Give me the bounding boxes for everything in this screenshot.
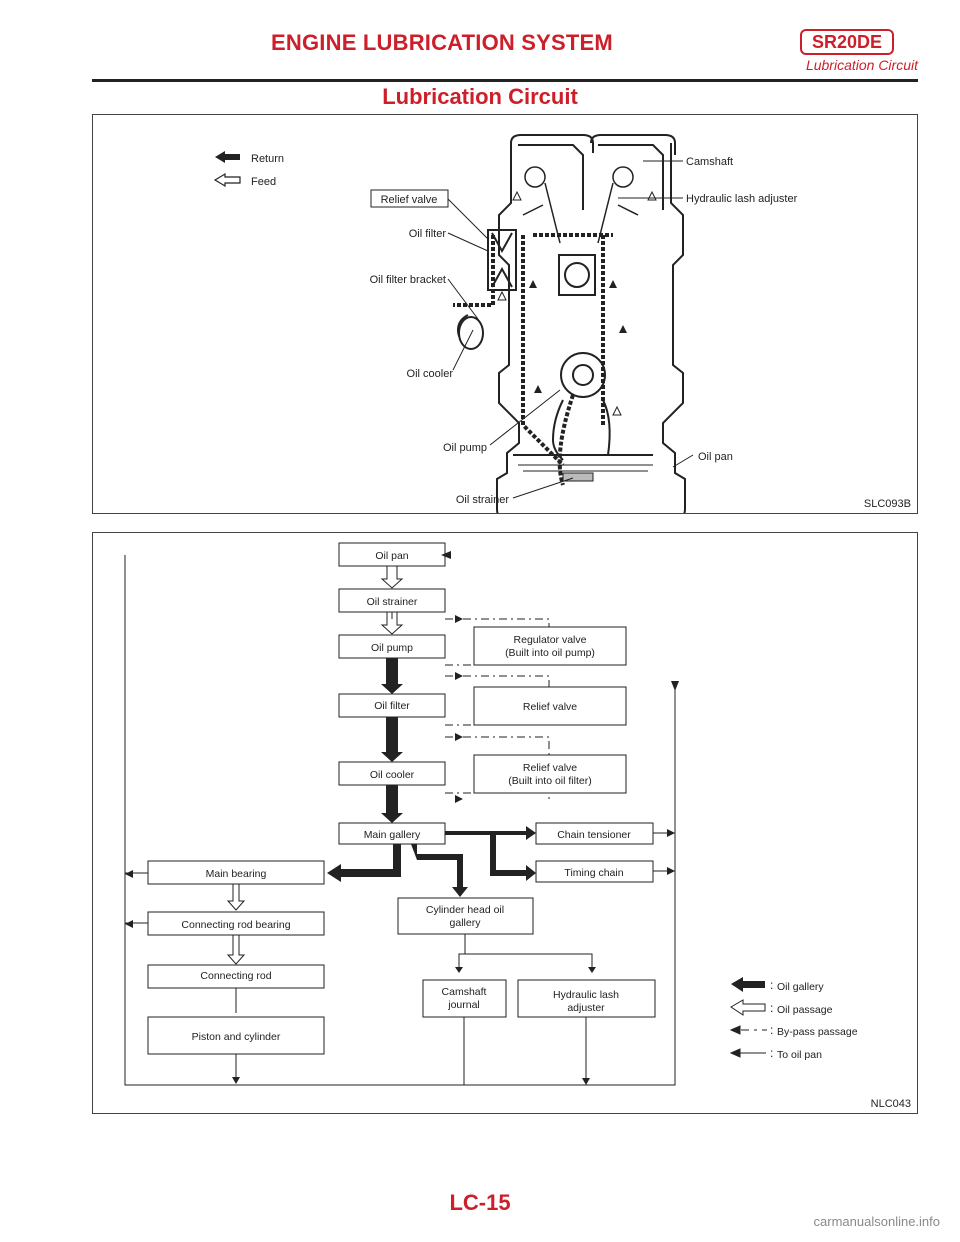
svg-text::: : (770, 1023, 773, 1037)
figure1-code: SLC093B (864, 498, 911, 510)
box-main-gallery: Main gallery (364, 829, 421, 841)
return-arrow-icon (215, 151, 240, 163)
box-cyl-head-line1: Cylinder head oil (426, 904, 504, 916)
box-relief-valve2-line1: Relief valve (523, 762, 577, 774)
page-title: Lubrication Circuit (382, 84, 578, 109)
label-hydraulic-lash-adjuster: Hydraulic lash adjuster (686, 193, 798, 205)
legend-to-oil-pan-icon (729, 1048, 766, 1058)
legend-bypass-icon (729, 1025, 767, 1035)
box-oil-cooler: Oil cooler (370, 769, 415, 781)
label-camshaft: Camshaft (686, 156, 733, 168)
page-number: LC-15 (449, 1190, 511, 1215)
box-relief-valve2-line2: (Built into oil filter) (508, 775, 591, 787)
legend-oil-gallery: Oil gallery (777, 981, 824, 993)
box-timing-chain: Timing chain (564, 867, 623, 879)
legend-oil-passage: Oil passage (777, 1004, 833, 1016)
box-oil-pump: Oil pump (371, 642, 413, 654)
model-badge: SR20DE (800, 29, 894, 55)
box-cyl-head-line2: gallery (450, 917, 482, 929)
watermark: carmanualsonline.info (813, 1214, 940, 1229)
box-regulator-valve-line1: Regulator valve (514, 634, 587, 646)
box-camshaft-line2: journal (447, 999, 480, 1011)
box-relief-valve: Relief valve (523, 701, 577, 713)
box-connecting-rod-bearing: Connecting rod bearing (181, 919, 290, 931)
section-title: ENGINE LUBRICATION SYSTEM (271, 30, 613, 55)
header-rule (92, 79, 918, 82)
legend-oil-gallery-icon (731, 977, 765, 992)
label-oil-strainer: Oil strainer (456, 494, 510, 506)
legend-to-oil-pan: To oil pan (777, 1049, 822, 1061)
box-main-bearing: Main bearing (206, 868, 267, 880)
label-oil-pan: Oil pan (698, 451, 733, 463)
legend-bypass-passage: By-pass passage (777, 1026, 858, 1038)
relief-valve-label-box (370, 189, 449, 208)
legend-return: Return (251, 153, 284, 165)
box-piston-cylinder: Piston and cylinder (192, 1031, 281, 1043)
figure2-code: NLC043 (871, 1098, 911, 1110)
legend-oil-passage-icon (730, 999, 766, 1016)
legend-feed: Feed (251, 176, 276, 188)
box-lash-line2: adjuster (567, 1002, 605, 1014)
box-oil-strainer: Oil strainer (367, 596, 418, 608)
svg-text::: : (770, 978, 773, 992)
label-oil-cooler: Oil cooler (407, 368, 454, 380)
box-chain-tensioner: Chain tensioner (557, 829, 631, 841)
svg-text::: : (770, 1001, 773, 1015)
label-oil-filter: Oil filter (409, 228, 447, 240)
feed-arrow-icon (213, 172, 241, 188)
label-oil-pump: Oil pump (443, 442, 487, 454)
engine-cross-section-diagram: Return Feed (213, 134, 911, 522)
box-regulator-valve-line2: (Built into oil pump) (505, 647, 595, 659)
flow-chart-frame: Oil pan Oil strainer Oil pump Regulator … (92, 532, 918, 1114)
svg-text::: : (770, 1046, 773, 1060)
box-oil-filter: Oil filter (374, 700, 410, 712)
header-subtitle: Lubrication Circuit (805, 57, 918, 73)
box-lash-line1: Hydraulic lash (553, 989, 619, 1001)
lubrication-flow-chart: Oil pan Oil strainer Oil pump Regulator … (124, 542, 911, 1110)
box-camshaft-line1: Camshaft (442, 986, 487, 998)
label-relief-valve: Relief valve (381, 194, 438, 206)
engine-diagram-frame: Return Feed (92, 114, 918, 522)
label-oil-filter-bracket: Oil filter bracket (370, 274, 446, 286)
box-connecting-rod: Connecting rod (200, 970, 271, 982)
box-oil-pan: Oil pan (375, 550, 408, 562)
